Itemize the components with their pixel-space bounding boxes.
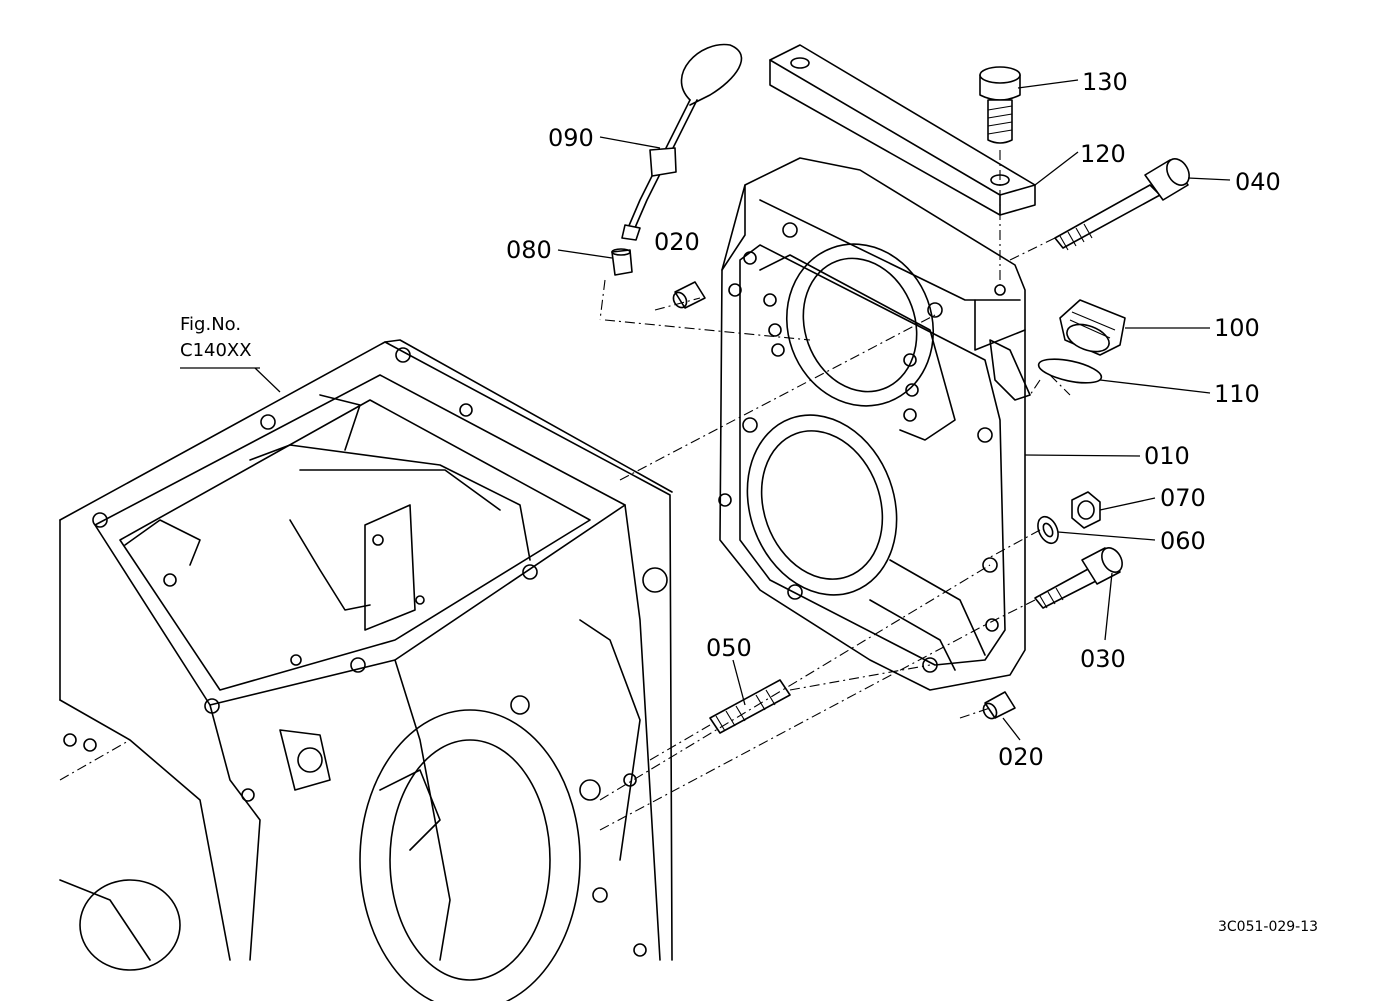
assembly-lines bbox=[59, 150, 1071, 831]
callout-080: 080 bbox=[506, 236, 552, 264]
callout-020-bottom: 020 bbox=[998, 743, 1044, 771]
callout-070: 070 bbox=[1160, 484, 1206, 512]
part-110-o-ring bbox=[1037, 358, 1103, 384]
callout-030: 030 bbox=[1080, 645, 1126, 673]
callout-130: 130 bbox=[1082, 68, 1128, 96]
part-040-bolt bbox=[1054, 158, 1190, 251]
part-100-plug bbox=[1059, 299, 1126, 356]
callout-010: 010 bbox=[1144, 442, 1190, 470]
callout-090: 090 bbox=[548, 124, 594, 152]
part-060-washer bbox=[1037, 515, 1059, 545]
part-080-sleeve bbox=[611, 248, 633, 276]
part-050-stud bbox=[709, 679, 791, 734]
drawing-code: 3C051-029-13 bbox=[1218, 919, 1318, 935]
part-030-bolt bbox=[1034, 547, 1123, 609]
callout-060: 060 bbox=[1160, 527, 1206, 555]
part-020-pin-bottom bbox=[982, 691, 1016, 720]
part-090-dipstick bbox=[621, 43, 743, 241]
transmission-case bbox=[59, 339, 673, 1001]
part-010-housing bbox=[718, 157, 1031, 691]
callout-110: 110 bbox=[1214, 380, 1260, 408]
callout-120: 120 bbox=[1080, 140, 1126, 168]
callout-040: 040 bbox=[1235, 168, 1281, 196]
callout-020-top: 020 bbox=[654, 228, 700, 256]
leader-lines bbox=[180, 79, 1231, 741]
callout-labels: Fig.No. C140XX 130 120 040 090 080 020 1… bbox=[180, 68, 1318, 935]
figure-ref-line1: Fig.No. bbox=[180, 314, 241, 335]
callout-100: 100 bbox=[1214, 314, 1260, 342]
figure-ref-line2: C140XX bbox=[180, 340, 252, 361]
part-130-bolt bbox=[979, 66, 1021, 144]
part-070-nut bbox=[1071, 491, 1101, 529]
callout-050: 050 bbox=[706, 634, 752, 662]
part-020-pin-top bbox=[672, 281, 706, 309]
